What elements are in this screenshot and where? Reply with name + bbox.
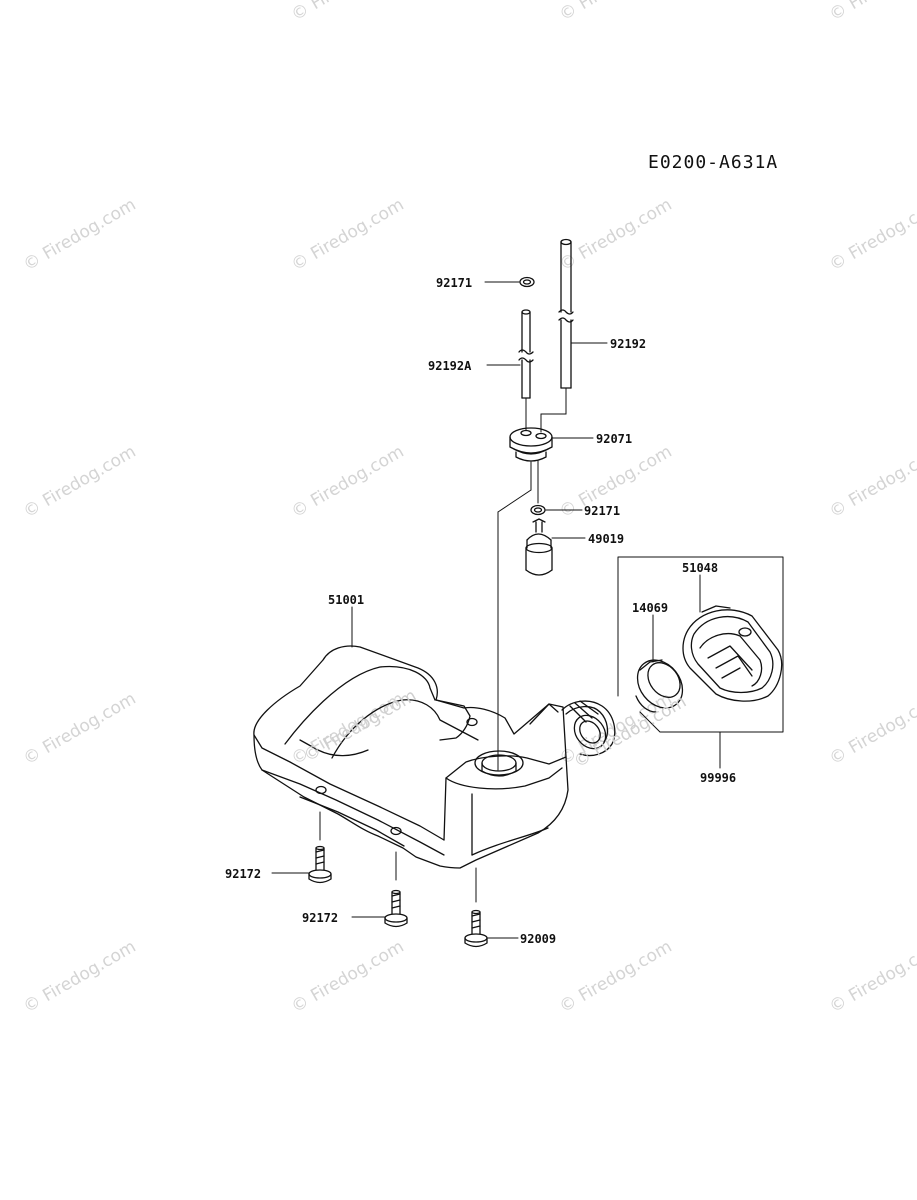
- assembly-box-99996: [617, 556, 784, 769]
- label-14069[interactable]: 14069: [632, 601, 668, 615]
- label-92172-left[interactable]: 92172: [225, 867, 261, 881]
- assembly-guides-top: [525, 387, 567, 433]
- label-92172-center[interactable]: 92172: [302, 911, 338, 925]
- watermark: © Firedog.com: [301, 686, 420, 767]
- assembly-guides-main: [497, 459, 539, 771]
- grommet-92071[interactable]: [509, 427, 553, 462]
- label-92009[interactable]: 92009: [520, 932, 556, 946]
- bolt-92009[interactable]: [464, 867, 488, 948]
- fuel-filter-49019[interactable]: [525, 518, 553, 576]
- bolt-92172-left[interactable]: [308, 811, 332, 884]
- diagram-watermarks: © Firedog.com © Firedog.com: [301, 686, 690, 773]
- hose-92192[interactable]: [558, 238, 574, 389]
- clip-92171-top[interactable]: [519, 276, 535, 288]
- clip-92171-lower[interactable]: [530, 504, 546, 516]
- tank-cap-51048[interactable]: [682, 605, 783, 702]
- label-92171-top[interactable]: 92171: [436, 276, 472, 290]
- diagram-code: E0200-A631A: [648, 152, 779, 173]
- fuel-tank-51001[interactable]: [253, 645, 569, 869]
- label-99996[interactable]: 99996: [700, 771, 736, 785]
- part-labels: 92171 92192A 92192 92071 92171 49019 510…: [225, 276, 736, 946]
- bolt-92172-center[interactable]: [384, 851, 408, 928]
- label-49019[interactable]: 49019: [588, 532, 624, 546]
- label-92171-lower[interactable]: 92171: [584, 504, 620, 518]
- cap-gasket-14069[interactable]: [628, 651, 692, 717]
- label-92071[interactable]: 92071: [596, 432, 632, 446]
- label-51048[interactable]: 51048: [682, 561, 718, 575]
- leader-lines: [271, 281, 701, 939]
- label-92192[interactable]: 92192: [610, 337, 646, 351]
- filler-neck-threads: [561, 700, 616, 757]
- label-51001[interactable]: 51001: [328, 593, 364, 607]
- label-92192a[interactable]: 92192A: [428, 359, 472, 373]
- hose-92192a[interactable]: [518, 309, 534, 399]
